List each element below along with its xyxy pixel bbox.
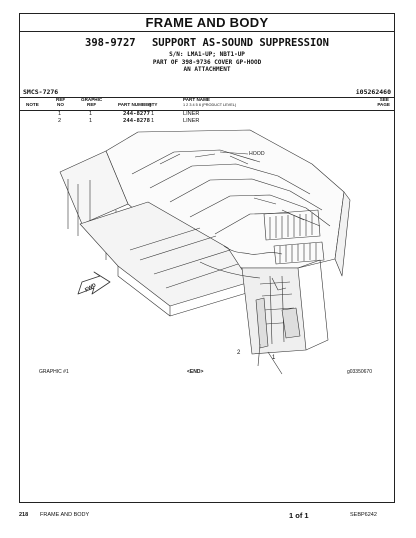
- graphic-ref: 1: [89, 118, 93, 124]
- smcs-code: SMCS-7276: [23, 88, 59, 96]
- serial-range: S/N: LMA1-UP; NBT1-UP: [169, 51, 245, 58]
- table-row: 2 1 244-8278 1 LINER: [20, 118, 394, 125]
- callout-2: 2: [237, 350, 241, 356]
- part-number: 398-9727: [85, 37, 136, 49]
- qty-cell: 1: [151, 111, 155, 117]
- document-id: i05262460: [355, 88, 391, 96]
- callout-1: 1: [272, 355, 276, 361]
- col-ref-label: REF: [56, 97, 66, 102]
- part-title: 398-9727 SUPPORT AS-SOUND SUPPRESSION: [20, 37, 394, 49]
- col-note: NOTE: [26, 102, 39, 107]
- attachment-note: AN ATTACHMENT: [183, 66, 231, 73]
- col-part-number: PART NUMBER: [118, 102, 152, 107]
- fwd-arrow-label: FWD: [84, 282, 97, 293]
- parts-table-header: NOTE REF NO GRAPHIC REF PART NUMBER QTY …: [20, 97, 394, 111]
- col-product-level: 1 2 3 4 5 6 (PRODUCT LEVEL): [183, 103, 237, 107]
- smcs-row: SMCS-7276 i05262460: [20, 87, 394, 98]
- graphic-id: g03350670: [346, 369, 372, 375]
- figure-footer: GRAPHIC #1 <END> g03350670: [20, 369, 394, 377]
- col-qty: QTY: [148, 102, 158, 107]
- graphic-label: GRAPHIC #1: [39, 369, 69, 375]
- table-row: 1 1 244-8277 1 LINER: [20, 111, 394, 118]
- doc-code: SEBP6242: [350, 512, 377, 518]
- col-page-label: PAGE: [377, 102, 390, 107]
- col-see-label: SEE: [379, 97, 389, 102]
- page-number: 218: [19, 512, 29, 518]
- part-number-cell: 244-8278: [123, 118, 150, 124]
- col-graphic-ref-label: REF: [87, 102, 97, 107]
- part-name: SUPPORT AS-SOUND SUPPRESSION: [151, 37, 329, 49]
- page-frame: FRAME AND BODY 398-9727 SUPPORT AS-SOUND…: [19, 13, 395, 503]
- part-name-cell: LINER: [183, 118, 200, 124]
- page-footer: 218 FRAME AND BODY 1 of 1 SEBP6242: [0, 511, 416, 522]
- col-part-name: PART NAME: [183, 97, 210, 102]
- col-no-label: NO: [57, 102, 64, 107]
- part-of: PART OF 398-9736 COVER GP-HOOD: [152, 58, 262, 66]
- section-title: FRAME AND BODY: [20, 14, 394, 32]
- part-number-cell: 244-8277: [123, 111, 150, 117]
- parts-illustration: HOOD FWD 2 1: [59, 129, 351, 375]
- graphic-ref: 1: [89, 111, 93, 117]
- qty-cell: 1: [151, 118, 155, 124]
- part-header: 398-9727 SUPPORT AS-SOUND SUPPRESSION S/…: [20, 37, 394, 74]
- end-marker: <END>: [187, 369, 204, 375]
- footer-section: FRAME AND BODY: [40, 512, 90, 518]
- hood-callout: HOOD: [249, 151, 265, 157]
- page-of: 1 of 1: [289, 511, 309, 520]
- part-name-cell: LINER: [183, 111, 200, 117]
- ref-no: 1: [58, 111, 62, 117]
- ref-no: 2: [58, 118, 62, 124]
- col-graphic-label: GRAPHIC: [81, 97, 103, 102]
